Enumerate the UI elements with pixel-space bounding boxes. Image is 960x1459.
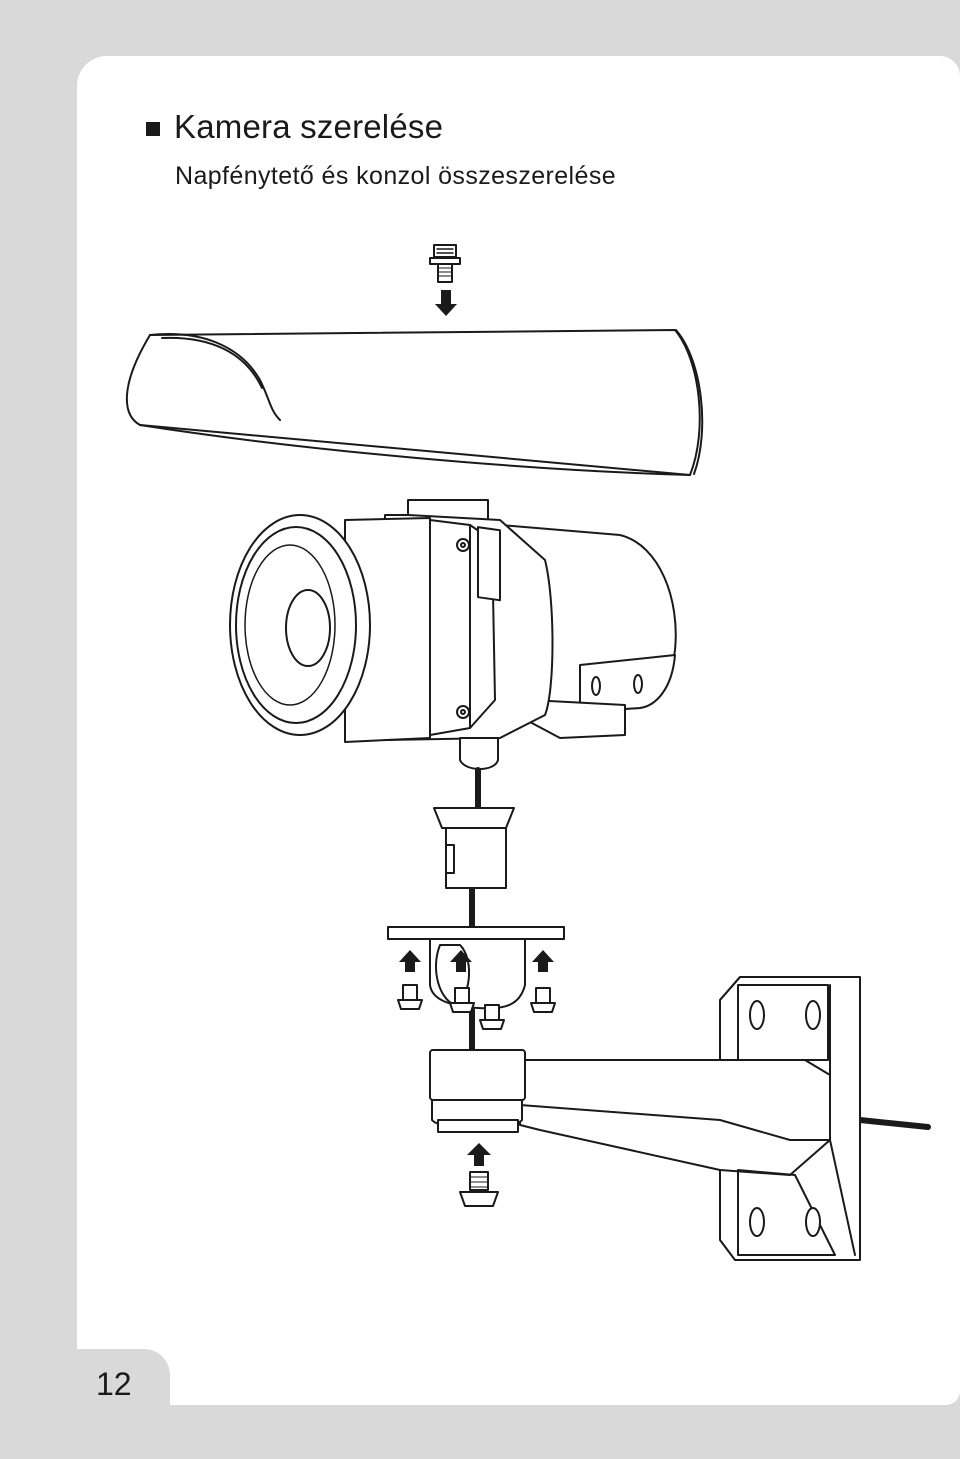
screw-icon bbox=[397, 984, 423, 1010]
screw-icon bbox=[459, 1171, 499, 1207]
page-title: Kamera szerelése bbox=[174, 108, 444, 145]
screw-icon bbox=[530, 987, 556, 1013]
screw-icon bbox=[479, 1004, 505, 1030]
page-number-tab bbox=[60, 1349, 170, 1405]
page-number: 12 bbox=[96, 1366, 132, 1402]
page-subtitle: Napfénytető és konzol összeszerelése bbox=[175, 162, 617, 190]
arrow-up-icon bbox=[532, 950, 554, 972]
top-screw-icon bbox=[429, 244, 461, 283]
cable-grommet bbox=[433, 807, 515, 889]
camera-body bbox=[229, 499, 677, 770]
arrow-up-icon bbox=[450, 950, 472, 972]
screw-icon bbox=[449, 987, 475, 1013]
arrow-up-icon bbox=[467, 1143, 491, 1166]
arrow-down-icon bbox=[435, 290, 457, 316]
section-heading: Kamera szerelése bbox=[146, 108, 443, 146]
wall-bracket bbox=[429, 976, 861, 1261]
arrow-up-icon bbox=[399, 950, 421, 972]
square-bullet-icon bbox=[146, 122, 160, 136]
sun-shield bbox=[125, 329, 704, 476]
cable bbox=[469, 767, 931, 1130]
